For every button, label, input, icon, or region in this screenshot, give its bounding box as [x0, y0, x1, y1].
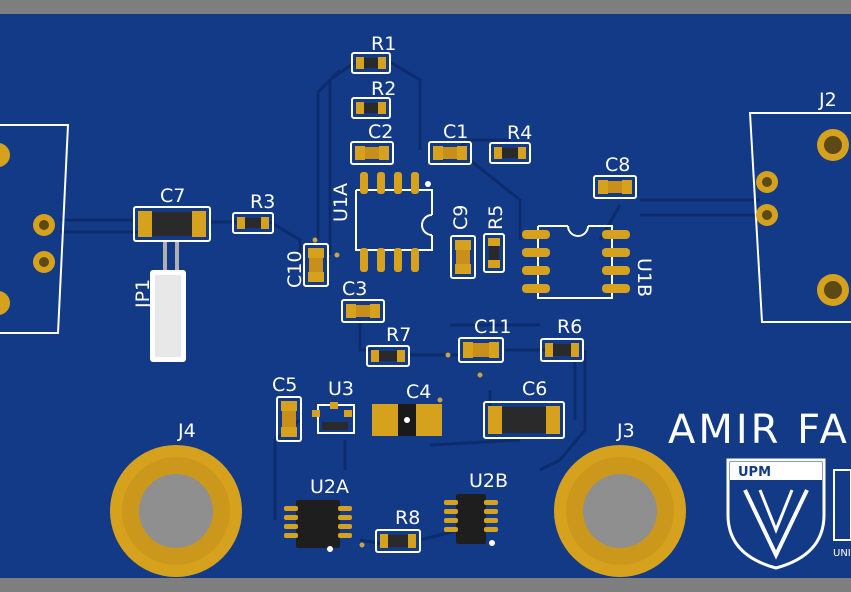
capacitor-c5	[276, 396, 302, 442]
resistor-r8	[375, 529, 421, 553]
regulator-u3	[312, 402, 355, 434]
label-c5: C5	[272, 374, 297, 396]
capacitor-c4	[372, 404, 442, 436]
label-u1b: U1B	[633, 258, 655, 297]
capacitor-c10	[303, 243, 329, 287]
label-c10: C10	[284, 251, 306, 288]
label-r2: R2	[371, 78, 396, 100]
opamp-u2a	[284, 500, 352, 552]
label-c1: C1	[443, 121, 468, 143]
capacitor-c8	[593, 175, 637, 199]
opamp-u2b	[444, 494, 498, 546]
label-r8: R8	[395, 507, 420, 529]
label-c11: C11	[474, 316, 511, 338]
label-r5: R5	[485, 205, 507, 230]
label-c2: C2	[368, 121, 393, 143]
label-r3: R3	[250, 191, 275, 213]
mounting-hole-j4	[110, 445, 242, 577]
resistor-r4	[489, 142, 531, 164]
label-c8: C8	[605, 154, 630, 176]
label-c4: C4	[406, 381, 431, 403]
label-r6: R6	[557, 316, 582, 338]
label-u2a: U2A	[310, 476, 349, 498]
upm-logo: UPM UNI	[726, 458, 851, 570]
resistor-r2	[351, 97, 391, 119]
resistor-r6	[540, 338, 584, 362]
capacitor-c2	[350, 141, 394, 165]
connector-j2	[748, 112, 851, 323]
opamp-u1b	[522, 225, 630, 299]
opamp-u1a	[355, 172, 433, 272]
label-j3: J3	[616, 420, 635, 442]
silkscreen-labels: R1 R2 C2 C1 R4 C8 C7 R3 U1A C9 R5 C10 U1…	[132, 33, 850, 529]
label-r1: R1	[371, 33, 396, 55]
label-u3: U3	[328, 378, 354, 400]
upm-logo-side-text: UNI	[833, 548, 851, 559]
resistor-r5	[483, 233, 505, 273]
capacitor-c3	[341, 299, 385, 323]
label-c6: C6	[522, 378, 547, 400]
capacitor-c9	[450, 235, 476, 279]
label-u1a: U1A	[330, 183, 352, 222]
board-edge-top	[0, 0, 851, 14]
label-j4: J4	[177, 420, 196, 442]
capacitor-c1	[428, 141, 472, 165]
upm-logo-initials: UPM	[738, 465, 771, 480]
resistor-r3	[232, 212, 274, 234]
label-jp1: JP1	[132, 279, 154, 309]
jumper-jp1	[150, 242, 186, 362]
label-r4: R4	[507, 122, 532, 144]
label-r7: R7	[386, 324, 411, 346]
resistor-r1	[351, 52, 391, 74]
board-edge-bottom	[0, 578, 851, 592]
capacitor-c7	[133, 206, 211, 242]
label-c9: C9	[450, 205, 472, 230]
label-j2: J2	[818, 89, 837, 111]
label-c7: C7	[160, 185, 185, 207]
mounting-hole-j3	[554, 445, 686, 577]
capacitor-c11	[458, 337, 504, 363]
connector-j1-left	[0, 124, 70, 334]
capacitor-c6	[483, 401, 565, 439]
brand-text: AMIR FA	[668, 407, 850, 453]
label-c3: C3	[342, 278, 367, 300]
resistor-r7	[366, 345, 410, 367]
label-u2b: U2B	[469, 470, 508, 492]
